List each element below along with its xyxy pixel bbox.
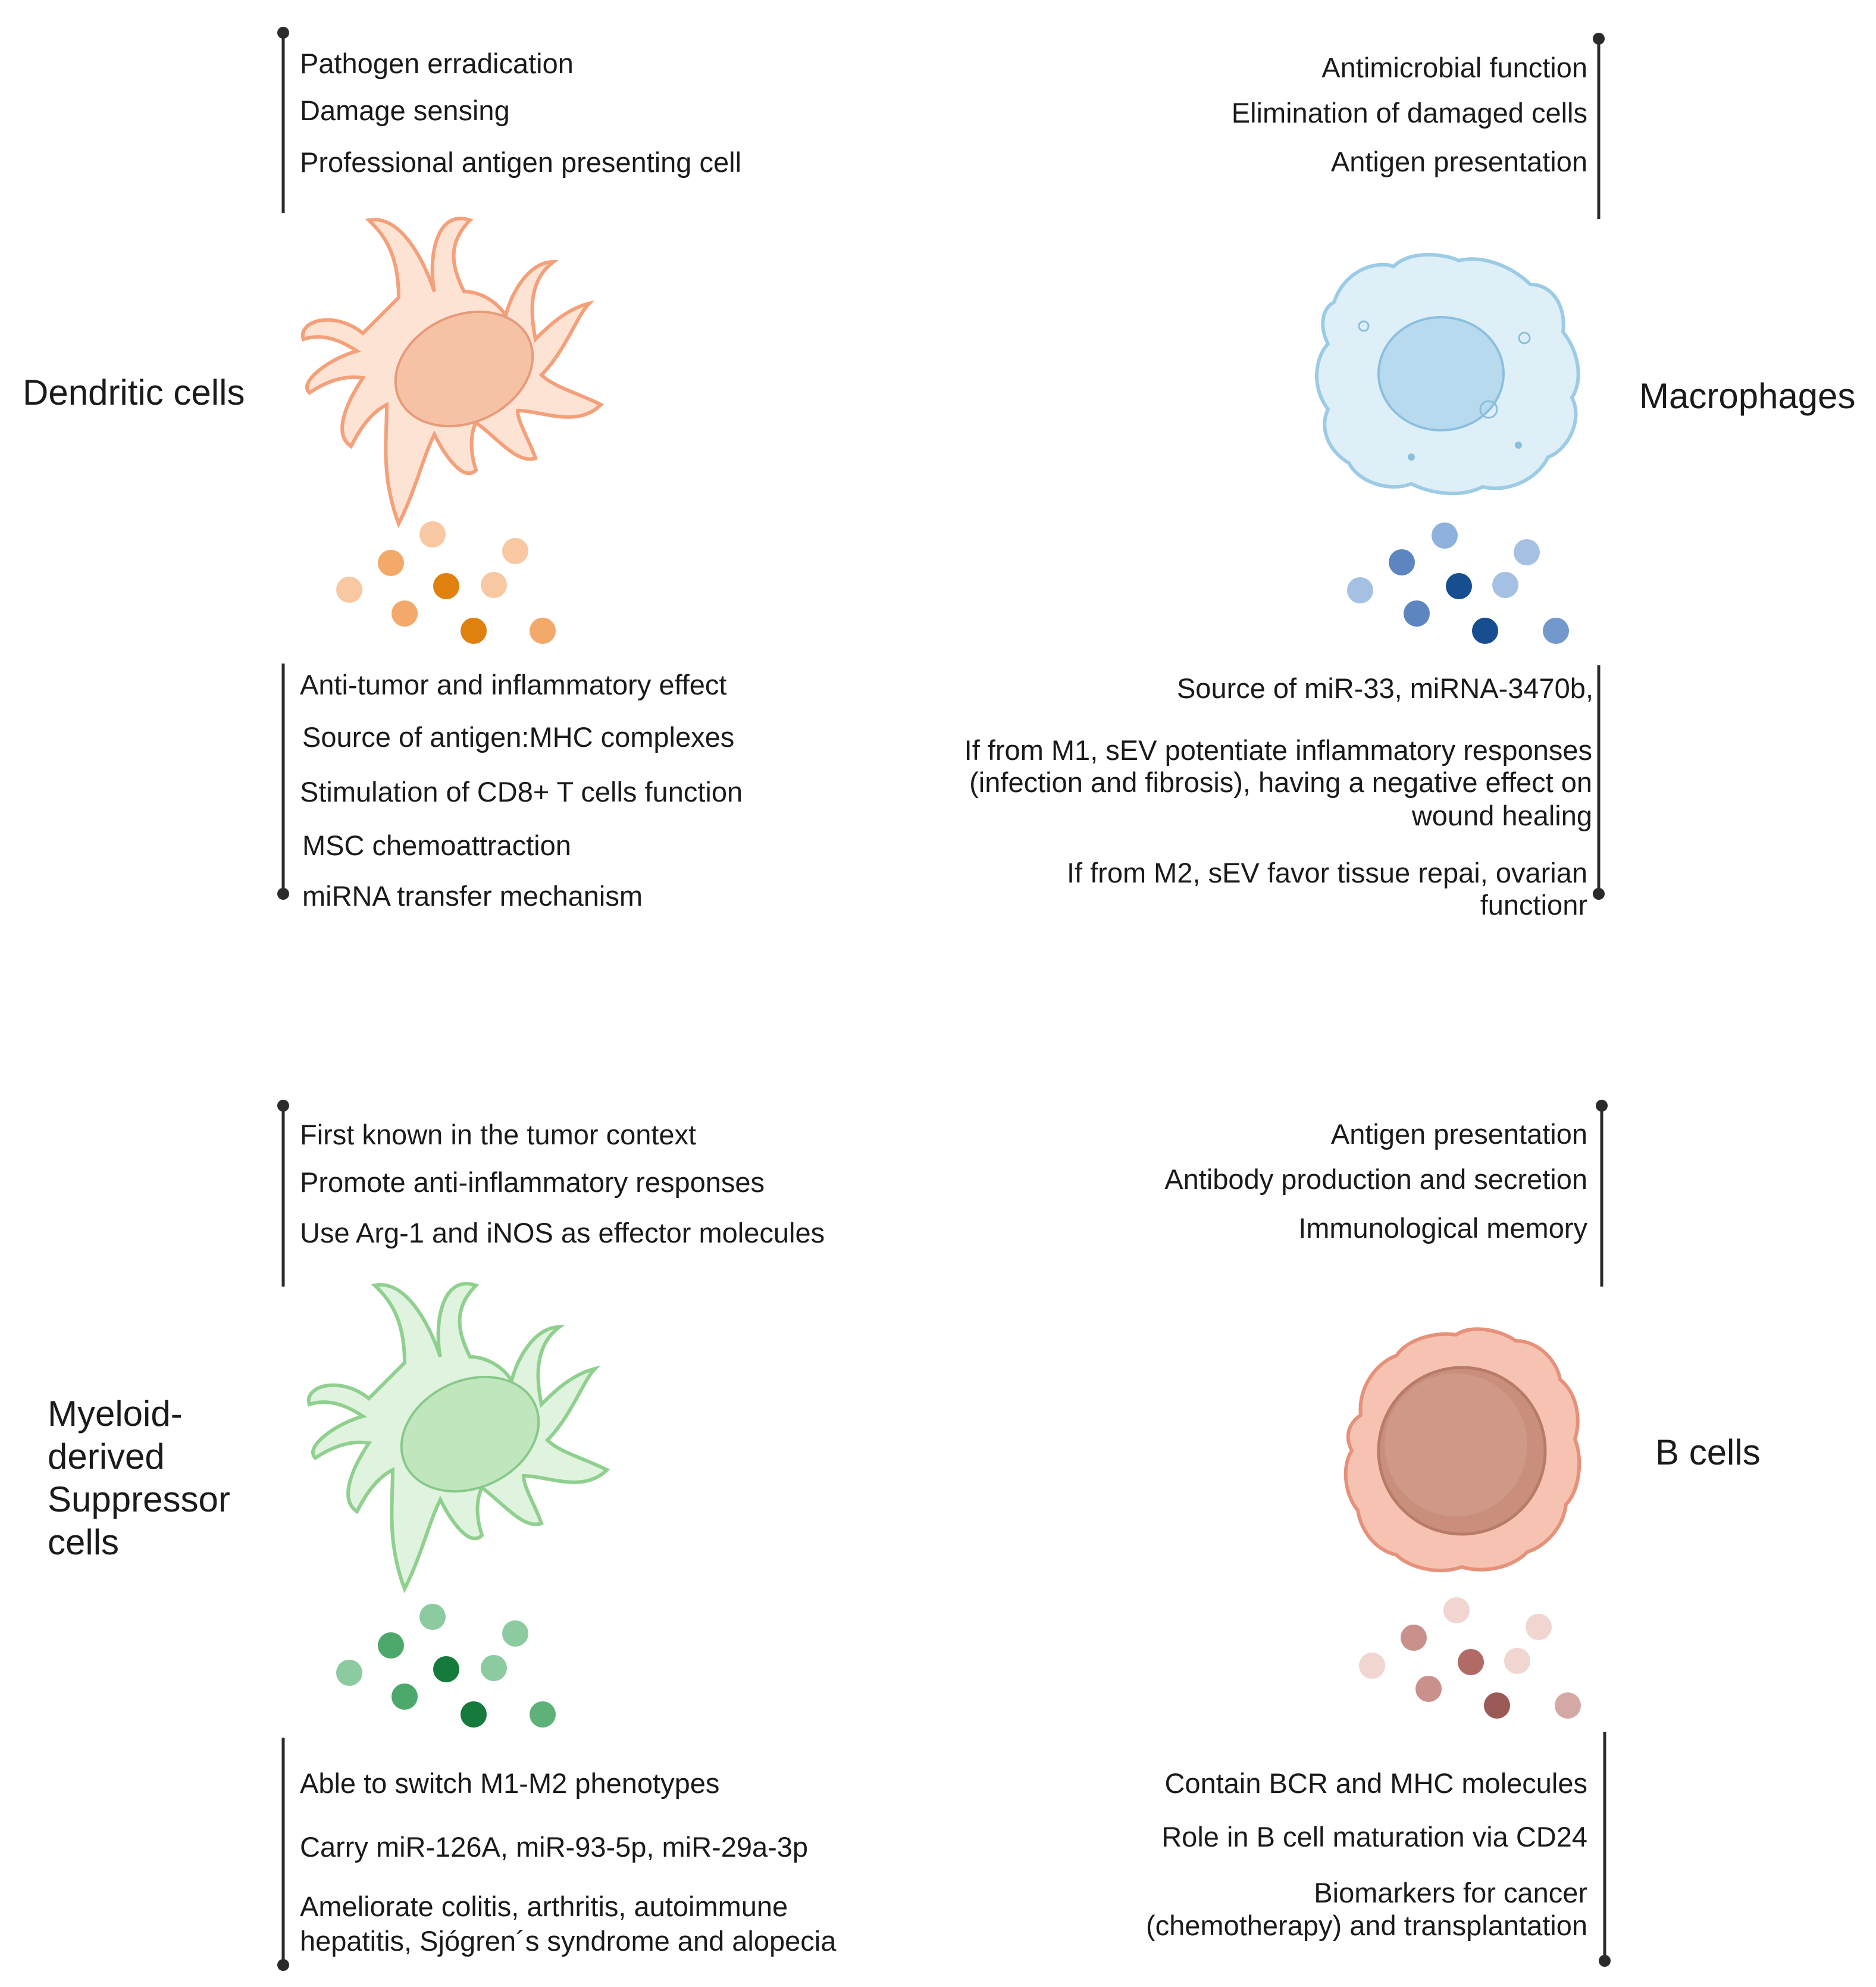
vesicle bbox=[1432, 522, 1458, 549]
mdsc-role-3-line-1: Ameliorate colitis, arthritis, autoimmun… bbox=[300, 1891, 788, 1922]
mdsc-title-line-2: derived bbox=[48, 1437, 165, 1476]
vesicle bbox=[1472, 618, 1498, 644]
vesicle bbox=[1484, 1692, 1510, 1719]
vesicle bbox=[419, 1604, 446, 1630]
vesicle bbox=[1359, 1653, 1385, 1679]
bcell-vesicles bbox=[1359, 1597, 1581, 1719]
b-cell-icon bbox=[1343, 1327, 1581, 1573]
dc-role-4: MSC chemoattraction bbox=[302, 830, 571, 861]
vesicle bbox=[461, 1701, 487, 1728]
mac-function-2: Elimination of damaged cells bbox=[1231, 97, 1587, 129]
mac-role-2-line-2: (infection and fibrosis), having a negat… bbox=[969, 766, 1592, 798]
vesicle bbox=[502, 1620, 528, 1647]
vesicle bbox=[530, 1701, 556, 1728]
vesicle bbox=[1415, 1676, 1442, 1702]
dc-function-1: Pathogen erradication bbox=[300, 48, 574, 79]
mdsc-cell-icon bbox=[306, 1282, 610, 1594]
dendritic-cell-icon bbox=[300, 217, 605, 528]
mdsc-role-2: Carry miR-126A, miR-93-5p, miR-29a-3p bbox=[300, 1831, 809, 1863]
vesicle bbox=[481, 572, 507, 598]
mdsc-role-1: Able to switch M1-M2 phenotypes bbox=[300, 1767, 720, 1799]
vesicle bbox=[1446, 573, 1472, 599]
vesicle bbox=[336, 577, 362, 603]
mdsc-function-1: First known in the tumor context bbox=[300, 1119, 697, 1150]
vesicle bbox=[378, 550, 404, 576]
vesicle bbox=[433, 1656, 459, 1682]
vesicle bbox=[1401, 1625, 1427, 1651]
bcell-function-1: Antigen presentation bbox=[1330, 1118, 1587, 1150]
vesicle bbox=[1404, 600, 1430, 627]
dc-role-5: miRNA transfer mechanism bbox=[302, 880, 643, 912]
vesicle bbox=[336, 1660, 362, 1686]
vesicle bbox=[392, 600, 418, 627]
dc-role-3: Stimulation of CD8+ T cells function bbox=[300, 776, 743, 808]
vesicle bbox=[1504, 1648, 1530, 1674]
dendritic-cells-title: Dendritic cells bbox=[23, 373, 245, 412]
vesicle bbox=[1526, 1614, 1552, 1640]
mac-role-2-line-1: If from M1, sEV potentiate inflammatory … bbox=[964, 734, 1592, 766]
vesicle bbox=[433, 573, 459, 599]
b-cells-title: B cells bbox=[1655, 1432, 1761, 1472]
vesicle bbox=[392, 1684, 418, 1710]
bcell-role-2: Role in B cell maturation via CD24 bbox=[1161, 1821, 1587, 1853]
bracket-lines bbox=[277, 27, 1611, 1971]
bcell-role-3-line-2: (chemotherapy) and transplantation bbox=[1146, 1910, 1587, 1941]
dc-role-2: Source of antigen:MHC complexes bbox=[302, 721, 735, 753]
vesicle bbox=[1555, 1692, 1581, 1719]
mac-function-1: Antimicrobial function bbox=[1321, 52, 1587, 83]
dendritic-vesicles bbox=[336, 521, 556, 644]
vesicle bbox=[502, 538, 528, 564]
bcell-role-1: Contain BCR and MHC molecules bbox=[1164, 1767, 1587, 1799]
vesicle bbox=[1543, 618, 1569, 644]
mac-role-2-line-3: wound healing bbox=[1411, 800, 1592, 831]
dc-function-2: Damage sensing bbox=[300, 95, 510, 126]
bcell-role-3-line-1: Biomarkers for cancer bbox=[1314, 1877, 1587, 1908]
vesicle bbox=[1389, 549, 1415, 575]
dc-function-3: Professional antigen presenting cell bbox=[300, 146, 742, 178]
mac-role-3-line-2: functionr bbox=[1480, 889, 1587, 921]
mdsc-vesicles bbox=[336, 1604, 556, 1728]
macrophage-vesicles bbox=[1347, 522, 1569, 644]
vesicle bbox=[1347, 577, 1373, 603]
vesicle bbox=[378, 1632, 404, 1659]
vesicle bbox=[530, 618, 556, 644]
vesicle bbox=[1443, 1597, 1470, 1623]
vesicle bbox=[1458, 1649, 1484, 1675]
mdsc-title-line-4: cells bbox=[48, 1522, 120, 1562]
mdsc-title-line-3: Suppressor bbox=[48, 1479, 230, 1519]
mdsc-function-3: Use Arg-1 and iNOS as effector molecules bbox=[300, 1217, 825, 1248]
mdsc-function-2: Promote anti-inflammatory responses bbox=[300, 1166, 765, 1198]
vesicle bbox=[1492, 572, 1518, 598]
dc-role-1: Anti-tumor and inflammatory effect bbox=[300, 669, 727, 700]
vesicle bbox=[419, 521, 446, 547]
mac-function-3: Antigen presentation bbox=[1330, 146, 1587, 177]
mdsc-title-line-1: Myeloid- bbox=[48, 1394, 183, 1434]
macrophage-icon bbox=[1315, 253, 1580, 496]
mdsc-role-3-line-2: hepatitis, Sjógren´s syndrome and alopec… bbox=[300, 1925, 837, 1957]
bcell-function-3: Immunological memory bbox=[1298, 1212, 1587, 1244]
vesicle bbox=[481, 1655, 507, 1681]
macrophages-title: Macrophages bbox=[1639, 376, 1856, 416]
mac-role-1: Source of miR-33, miRNA-3470b, bbox=[1176, 672, 1593, 704]
bcell-function-2: Antibody production and secretion bbox=[1164, 1163, 1587, 1195]
vesicle bbox=[1514, 539, 1540, 565]
mac-role-3-line-1: If from M2, sEV favor tissue repai, ovar… bbox=[1066, 857, 1587, 888]
vesicle bbox=[461, 618, 487, 644]
